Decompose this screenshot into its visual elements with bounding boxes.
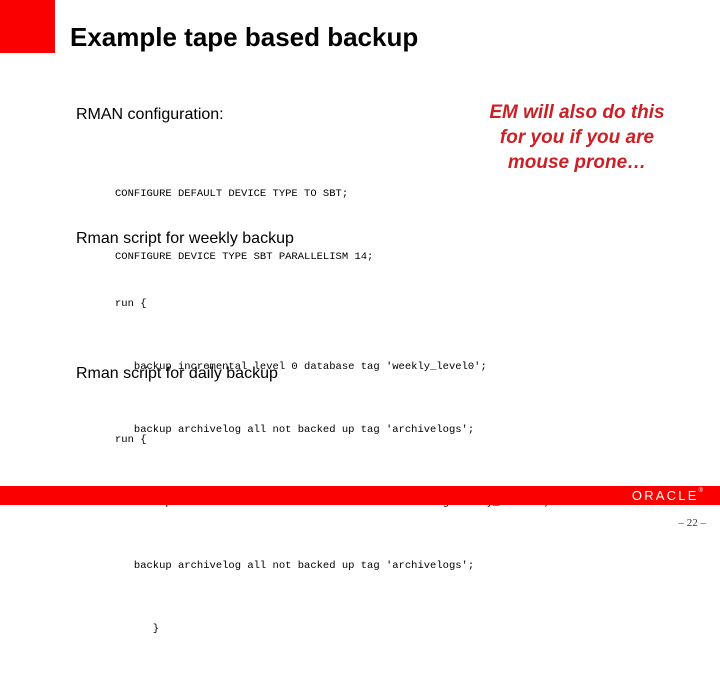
callout-line: for you if you are	[499, 127, 655, 149]
trademark-icon: ®	[698, 488, 703, 494]
oracle-logo-text: ORACLE	[631, 488, 699, 503]
code-block-weekly-backup: run { backup incremental level 0 databas…	[115, 252, 487, 546]
code-block-daily-backup: run { backup cumulative incremental leve…	[115, 388, 550, 682]
callout-line: EM will also do this	[489, 102, 665, 123]
callout-em-note: EM will also do this for you if you are …	[452, 100, 702, 175]
code-block-rman-configuration: CONFIGURE DEFAULT DEVICE TYPE TO SBT; CO…	[115, 142, 373, 310]
code-line: backup incremental level 0 database tag …	[115, 361, 487, 373]
oracle-logo: ORACLE®	[632, 488, 703, 503]
section-heading-rman-configuration: RMAN configuration:	[76, 106, 224, 123]
page-number: – 22 –	[678, 517, 707, 529]
footer-accent-bar	[0, 486, 720, 505]
code-line: backup archivelog all not backed up tag …	[115, 424, 475, 436]
section-heading-weekly-backup: Rman script for weekly backup	[76, 230, 294, 247]
section-heading-daily-backup: Rman script for daily backup	[76, 365, 278, 382]
code-line: run {	[115, 434, 147, 446]
code-line: CONFIGURE DEVICE TYPE SBT PARALLELISM 14…	[115, 251, 374, 263]
code-line: backup archivelog all not backed up tag …	[115, 560, 475, 572]
callout-line: mouse prone…	[507, 152, 647, 174]
corner-accent-block	[0, 0, 55, 53]
code-line: CONFIGURE DEFAULT DEVICE TYPE TO SBT;	[115, 188, 349, 200]
code-line: }	[115, 623, 160, 635]
code-line: run {	[115, 298, 147, 310]
slide: Example tape based backup RMAN configura…	[0, 0, 720, 635]
page-title: Example tape based backup	[70, 22, 419, 52]
